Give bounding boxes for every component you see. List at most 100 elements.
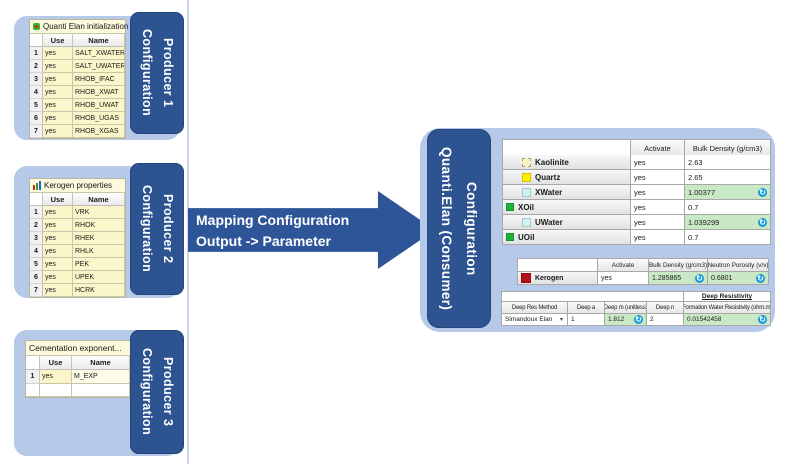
use-cell[interactable]: yes (43, 219, 73, 232)
deep-n-cell[interactable]: 2 (647, 314, 684, 326)
use-cell[interactable]: yes (43, 112, 73, 125)
activate-cell[interactable]: yes (631, 215, 685, 230)
mineral-row-uoil[interactable]: UOil (503, 230, 631, 245)
activate-cell[interactable]: yes (631, 155, 685, 170)
gear-icon (33, 23, 40, 30)
deep-m-cell[interactable]: 1.812 ↻ (605, 314, 647, 326)
sync-icon[interactable]: ↻ (695, 273, 704, 283)
name-cell[interactable]: UPEK (73, 271, 125, 284)
formation-water-resistivity-cell[interactable]: 0.01542458 ↻ (684, 314, 771, 326)
col-header-neutron-porosity: Neutron Porosity (v/v) (708, 259, 769, 272)
name-cell[interactable]: SALT_XWATER (73, 47, 125, 60)
use-cell[interactable]: yes (40, 370, 72, 384)
xoil-swatch-icon (506, 203, 514, 211)
activate-cell[interactable]: yes (631, 170, 685, 185)
name-cell[interactable]: M_EXP (72, 370, 130, 384)
producer-3-table-title: Cementation exponent... (26, 341, 130, 356)
quartz-swatch-icon (522, 172, 531, 182)
bulk-density-cell[interactable]: 1.285865 ↻ (649, 272, 708, 285)
dropdown-arrow-icon[interactable]: ▾ (559, 317, 563, 323)
use-cell[interactable]: yes (43, 73, 73, 86)
bulk-density-value: 1.039299 (688, 217, 720, 227)
bulk-density-cell[interactable]: 2.65 (685, 170, 771, 185)
name-cell[interactable]: HCRK (73, 284, 125, 297)
name-cell[interactable]: RHOB_UWAT (73, 99, 125, 112)
activate-cell[interactable]: yes (598, 272, 649, 285)
mineral-name: Kaolinite (535, 157, 569, 167)
bulk-density-cell[interactable]: 1.039299 ↻ (685, 215, 771, 230)
row-number: 7 (30, 284, 43, 297)
xwater-swatch-icon (522, 187, 531, 197)
mineral-row-kerogen[interactable]: Kerogen (518, 272, 598, 285)
deep-m-value: 1.812 (608, 316, 625, 323)
row-number: 2 (30, 60, 43, 73)
name-cell[interactable]: VRK (73, 206, 125, 219)
deep-a-cell[interactable]: 1 (568, 314, 605, 326)
name-cell[interactable]: RHOK (73, 219, 125, 232)
producer-3-label: Producer 3 Configuration (130, 330, 184, 454)
activate-cell[interactable]: yes (631, 230, 685, 245)
sync-icon[interactable]: ↻ (758, 187, 767, 197)
mineral-row-xoil[interactable]: XOil (503, 200, 631, 215)
use-cell[interactable]: yes (43, 232, 73, 245)
use-cell[interactable]: yes (43, 206, 73, 219)
name-cell[interactable]: PEK (73, 258, 125, 271)
row-number: 6 (30, 271, 43, 284)
fwr-value: 0.01542458 (687, 316, 722, 323)
col-header-name: Name (73, 34, 125, 47)
use-cell[interactable]: yes (43, 99, 73, 112)
group-header-deep-resistivity: Deep Resistivity (684, 292, 771, 302)
name-cell[interactable]: RHLK (73, 245, 125, 258)
mineral-row-xwater[interactable]: XWater (503, 185, 631, 200)
use-cell[interactable]: yes (43, 86, 73, 99)
mineral-row-kaolinite[interactable]: Kaolinite (503, 155, 631, 170)
deep-resistivity-table: Deep Resistivity Deep Res Method Deep a … (501, 291, 771, 326)
name-cell[interactable]: SALT_UWATER (73, 60, 125, 73)
mineral-row-uwater[interactable]: UWater (503, 215, 631, 230)
name-cell[interactable]: RHOB_UGAS (73, 112, 125, 125)
uwater-swatch-icon (522, 217, 531, 227)
bulk-density-cell[interactable]: 0.7 (685, 230, 771, 245)
neutron-porosity-cell[interactable]: 0.6801 ↻ (708, 272, 769, 285)
chart-bars-icon (33, 181, 41, 190)
name-cell[interactable]: RHOB_IFAC (73, 73, 125, 86)
use-cell[interactable]: yes (43, 125, 73, 138)
mineral-row-quartz[interactable]: Quartz (503, 170, 631, 185)
sync-icon[interactable]: ↻ (758, 217, 767, 227)
producer-2-label-line2: Configuration (140, 185, 154, 273)
activate-cell[interactable]: yes (631, 200, 685, 215)
neutron-porosity-value: 0.6801 (711, 274, 733, 282)
use-cell[interactable]: yes (43, 245, 73, 258)
col-header-deep-n: Deep n (647, 302, 684, 314)
corner-cell (26, 356, 40, 370)
use-cell[interactable]: yes (43, 271, 73, 284)
bulk-density-cell[interactable]: 0.7 (685, 200, 771, 215)
row-number: 5 (30, 99, 43, 112)
sync-icon[interactable]: ↻ (634, 315, 643, 324)
producer-3-label-line2: Configuration (140, 348, 154, 436)
mineral-name: UWater (535, 217, 563, 227)
row-number: 3 (30, 232, 43, 245)
name-cell[interactable]: RHEK (73, 232, 125, 245)
row-number: 4 (30, 245, 43, 258)
use-cell[interactable]: yes (43, 284, 73, 297)
name-cell[interactable]: RHOB_XGAS (73, 125, 125, 138)
use-cell[interactable]: yes (43, 60, 73, 73)
arrow-label-line1: Mapping Configuration (196, 212, 350, 228)
table-title-text: Quanti Elan initialization (43, 22, 129, 31)
deep-res-method-dropdown[interactable]: Simandoux Elan ▾ (502, 314, 568, 326)
consumer-label-line1: Quanti.Elan (Consumer) (439, 146, 454, 311)
sync-icon[interactable]: ↻ (758, 315, 767, 324)
row-number: 5 (30, 258, 43, 271)
col-header-activate: Activate (598, 259, 649, 272)
sync-icon[interactable]: ↻ (756, 273, 765, 283)
arrow-label-line2: Output -> Parameter (196, 233, 331, 249)
activate-cell[interactable]: yes (631, 185, 685, 200)
use-cell[interactable]: yes (43, 47, 73, 60)
name-cell[interactable]: RHOB_XWAT (73, 86, 125, 99)
bulk-density-cell[interactable]: 2.63 (685, 155, 771, 170)
bulk-density-cell[interactable]: 1.00377 ↻ (685, 185, 771, 200)
mineral-name: UOil (518, 232, 535, 242)
use-cell[interactable]: yes (43, 258, 73, 271)
producer-1-label-line1: Producer 1 (161, 38, 175, 108)
